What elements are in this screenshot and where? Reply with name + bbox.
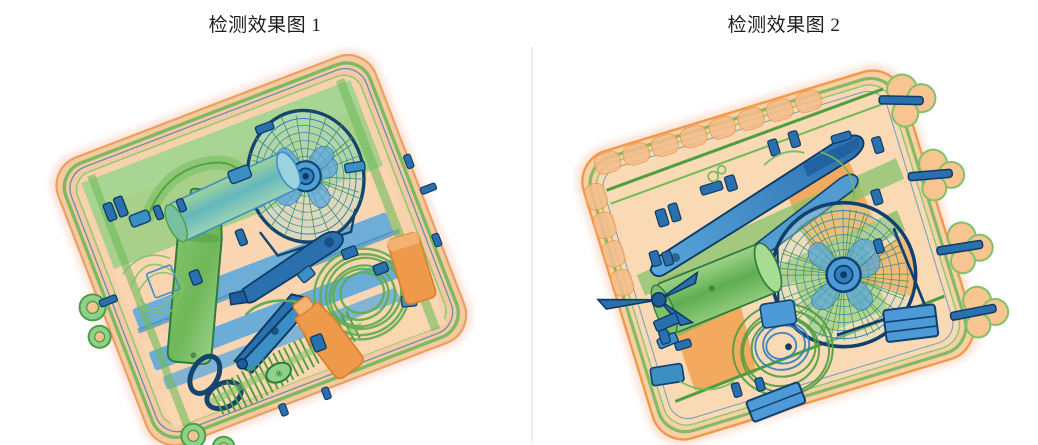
xray-image-1: ※ [0, 47, 531, 445]
telescopic-handle [128, 155, 253, 228]
metal-fittings [648, 130, 885, 398]
xray-scan-graphic-1: ※ [49, 48, 473, 445]
wire-clip [145, 264, 180, 299]
xray-image-2 [533, 47, 1038, 445]
scissors [187, 293, 310, 412]
edge-hardware [278, 153, 443, 417]
tri-blade-tool [596, 270, 699, 350]
hinge-brackets [649, 303, 940, 423]
figure-caption-2: 检测效果图 2 [727, 15, 841, 36]
xray-panel-2 [533, 47, 1038, 445]
orange-canister [387, 231, 437, 305]
xray-scan-graphic-2 [575, 64, 1010, 445]
xray-panel-1: ※ [0, 47, 531, 445]
coiled-cable [731, 299, 834, 397]
cylinder-container [164, 151, 302, 243]
wrench-tool [228, 230, 344, 306]
figure-caption-1: 检测效果图 1 [208, 15, 322, 36]
metal-fittings [102, 120, 390, 353]
panel-divider [531, 47, 533, 443]
svg-text:※: ※ [274, 368, 285, 380]
cable-plug [759, 299, 798, 329]
orange-bottle [292, 295, 364, 380]
corner-feet-bolts [878, 73, 1010, 339]
shell-ribs [584, 89, 823, 297]
corner-wheels [78, 293, 236, 445]
wire-loops [679, 150, 855, 391]
